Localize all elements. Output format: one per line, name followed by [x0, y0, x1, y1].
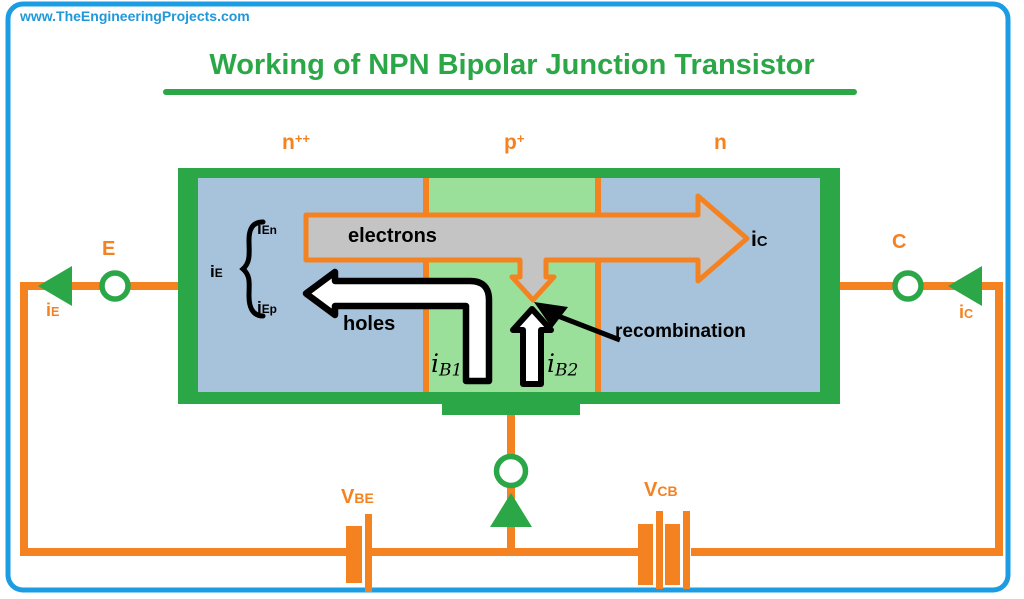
- base-current-2-arrow: [510, 306, 554, 387]
- emitter-current-label: iE: [46, 301, 59, 319]
- emitter-currents-brace: [239, 219, 266, 319]
- vcb-subscript: CB: [657, 483, 678, 499]
- vcb-negative-plate-1: [638, 524, 653, 585]
- region-label-emitter: n++: [282, 132, 310, 153]
- region-label-collector-base: n: [714, 131, 727, 154]
- electrons-flow-label: electrons: [348, 225, 437, 247]
- collector-current-direction-arrow: [948, 266, 982, 306]
- region-label-base-doping: +: [516, 131, 525, 147]
- region-label-base: p+: [504, 132, 524, 153]
- collector-terminal-label: C: [892, 231, 907, 253]
- emitter-current-symbol: i: [46, 300, 52, 320]
- watermark-url: www.TheEngineeringProjects.com: [20, 8, 250, 24]
- emitter-current-subscript: E: [51, 305, 60, 319]
- base-current-2-label: iB2: [547, 351, 578, 380]
- vbe-symbol: V: [341, 486, 355, 508]
- base-current-direction-arrow: [490, 493, 532, 527]
- vbe-negative-plate: [346, 526, 362, 583]
- emitter-hole-current-symbol: i: [257, 298, 262, 317]
- base-current-2-symbol: i: [547, 349, 555, 378]
- title-underline: [163, 89, 857, 95]
- emitter-hole-current-label: iEp: [257, 299, 277, 316]
- emitter-electron-current-subscript: En: [261, 223, 277, 237]
- base-contact-tab: [442, 398, 580, 415]
- vcb-positive-plate-2: [683, 511, 690, 589]
- vcb-symbol: V: [644, 479, 658, 501]
- region-label-collector: n: [714, 132, 727, 153]
- collector-current-label: iC: [959, 303, 973, 321]
- collector-current-subscript: C: [964, 307, 974, 321]
- vcb-battery: [638, 511, 690, 589]
- holes-flow-label: holes: [343, 313, 396, 335]
- emitter-current-direction-arrow: [38, 266, 72, 306]
- collector-current-inner-label: iC: [751, 229, 767, 250]
- base-current-1-label: iB1: [431, 351, 462, 380]
- electron-flow-arrow: [303, 193, 750, 303]
- emitter-hole-current-subscript: Ep: [261, 302, 277, 316]
- vcb-negative-plate-2: [665, 524, 680, 585]
- page-border: [5, 1, 1011, 593]
- vcb-positive-plate-1: [656, 511, 663, 589]
- base-current-2-subscript: B2: [555, 360, 579, 381]
- collector-current-inner-subscript: C: [756, 234, 768, 250]
- vbe-source-label: VBE: [341, 487, 374, 507]
- base-current-1-subscript: B1: [439, 360, 463, 381]
- vbe-positive-plate: [365, 514, 372, 592]
- page-title: Working of NPN Bipolar Junction Transist…: [209, 49, 815, 81]
- emitter-total-current-subscript: E: [214, 266, 223, 280]
- recombination-label: recombination: [615, 321, 746, 342]
- collector-node: [892, 270, 924, 302]
- emitter-electron-current-label: iEn: [257, 220, 277, 237]
- vbe-battery: [346, 514, 372, 592]
- base-node: [493, 453, 529, 489]
- emitter-total-current-label: iE: [210, 263, 223, 280]
- recombination-pointer-line: [557, 313, 621, 343]
- emitter-total-current-symbol: i: [210, 262, 215, 281]
- vcb-source-label: VCB: [644, 480, 678, 500]
- collector-current-inner-symbol: i: [751, 228, 757, 251]
- region-label-base-base: p: [504, 131, 517, 154]
- base-current-1-symbol: i: [431, 349, 439, 378]
- region-label-emitter-base: n: [282, 131, 295, 154]
- vbe-subscript: BE: [354, 490, 374, 506]
- emitter-electron-current-symbol: i: [257, 219, 262, 238]
- emitter-terminal-label: E: [102, 238, 116, 260]
- region-label-emitter-doping: ++: [294, 131, 311, 147]
- collector-current-symbol: i: [959, 302, 965, 322]
- recombination-pointer-arrowhead: [534, 302, 568, 328]
- holes-flow-arrow: [302, 268, 493, 385]
- emitter-node: [99, 270, 131, 302]
